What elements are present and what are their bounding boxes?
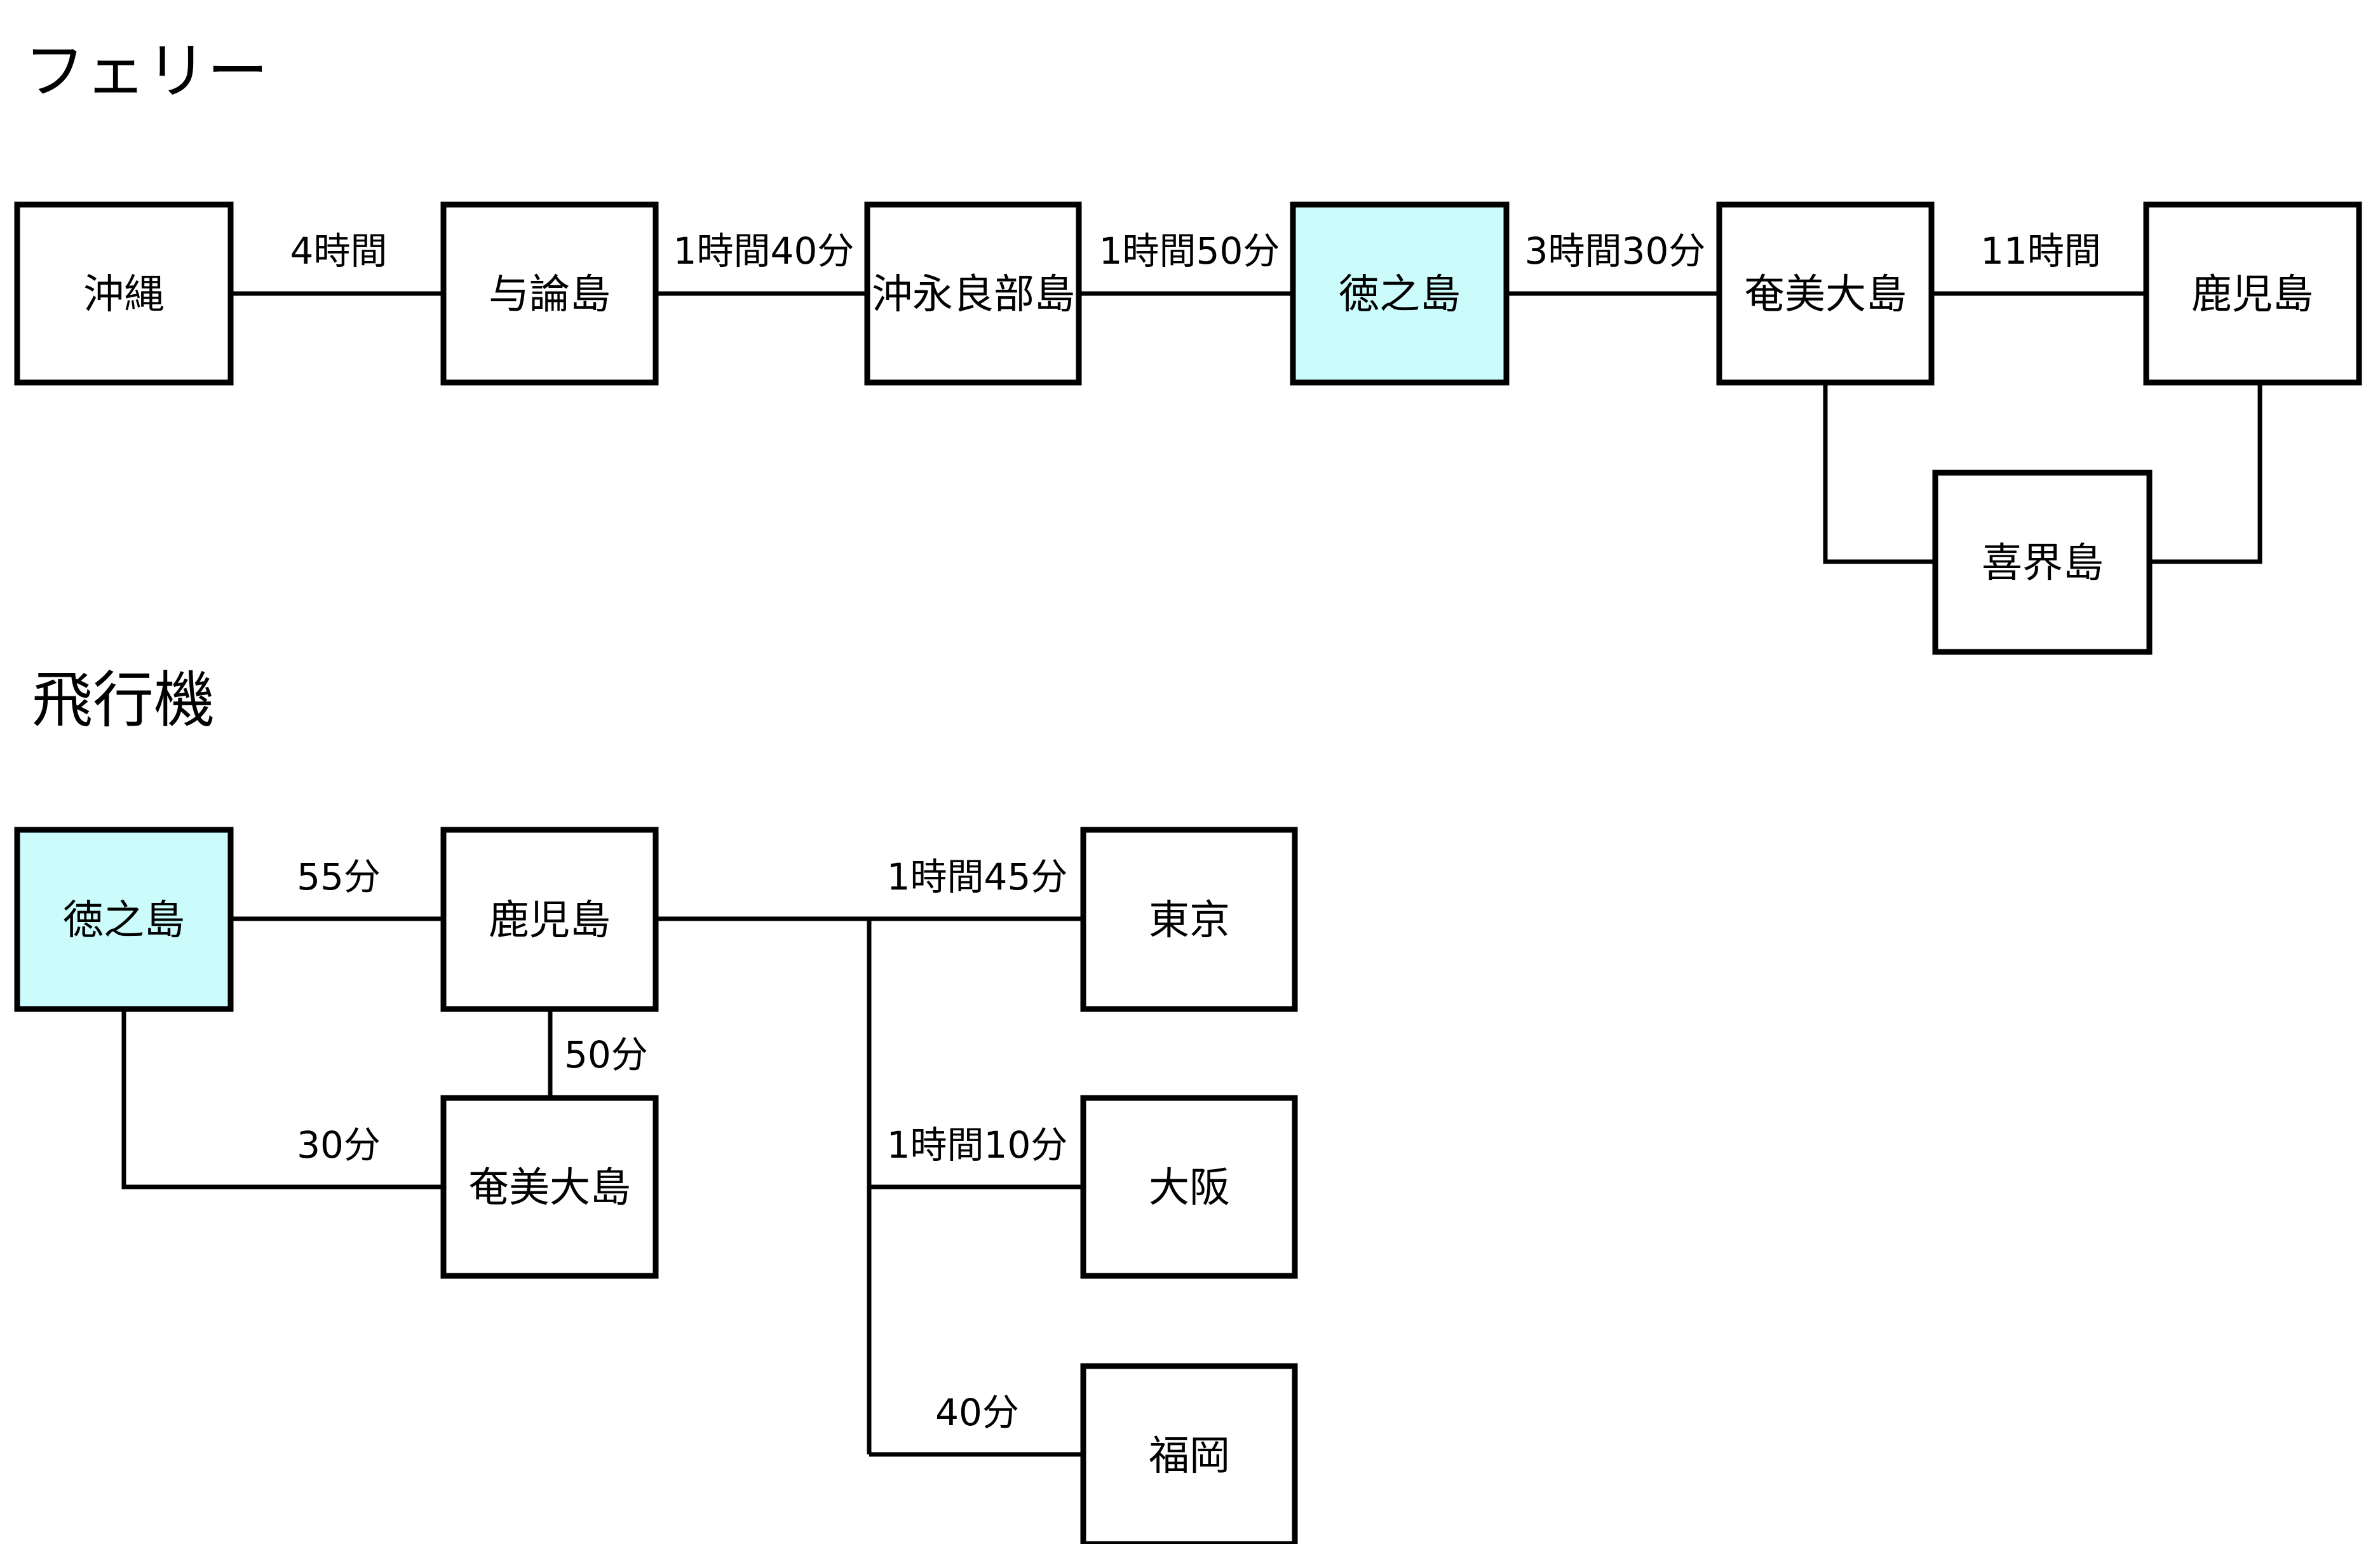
node-label: 鹿児島 xyxy=(489,897,611,944)
ferry-node-amami: 奄美大島 xyxy=(1716,201,1935,386)
ferry-label-okinoerabu-tokunoshima: 1時間50分 xyxy=(1099,229,1280,273)
air-node-fukuoka: 福岡 xyxy=(1080,1363,1298,1544)
air-node-tokunoshima: 徳之島 xyxy=(14,827,234,1012)
node-label: 奄美大島 xyxy=(1744,271,1907,318)
ferry-label-okinawa-yoron: 4時間 xyxy=(290,229,388,273)
air-label-kagoshima-fukuoka: 40分 xyxy=(935,1391,1019,1434)
node-label: 大阪 xyxy=(1149,1165,1230,1212)
ferry-edge-labels: 4時間 1時間40分 1時間50分 3時間30分 11時間 xyxy=(290,229,2101,273)
node-label: 福岡 xyxy=(1149,1433,1230,1480)
ferry-node-yoron: 与論島 xyxy=(440,201,659,386)
node-box-highlighted xyxy=(14,827,234,1012)
node-box xyxy=(1716,201,1935,386)
air-label-tokunoshima-amami: 30分 xyxy=(297,1123,381,1167)
air-label-kagoshima-amami: 50分 xyxy=(564,1033,648,1076)
node-box xyxy=(440,201,659,386)
ferry-section-title: フェリー xyxy=(24,36,268,107)
ferry-label-yoron-okinoerabu: 1時間40分 xyxy=(673,229,855,273)
node-box xyxy=(440,827,659,1012)
node-label: 鹿児島 xyxy=(2191,271,2313,318)
ferry-label-tokunoshima-amami: 3時間30分 xyxy=(1525,229,1706,273)
air-label-kagoshima-osaka: 1時間10分 xyxy=(887,1123,1068,1167)
node-box-highlighted xyxy=(1290,201,1510,386)
node-label: 奄美大島 xyxy=(468,1165,631,1212)
node-label: 沖永良部島 xyxy=(872,271,1075,318)
node-label: 徳之島 xyxy=(63,897,185,944)
node-box xyxy=(864,201,1082,386)
ferry-label-amami-kagoshima: 11時間 xyxy=(1980,229,2101,273)
ferry-node-kagoshima: 鹿児島 xyxy=(2143,201,2362,386)
node-box xyxy=(440,1095,659,1279)
airplane-connections xyxy=(121,916,1083,1457)
node-box xyxy=(14,201,234,386)
airplane-section-title: 飛行機 xyxy=(32,665,215,736)
air-node-tokyo: 東京 xyxy=(1080,827,1298,1012)
air-label-kagoshima-tokyo: 1時間45分 xyxy=(887,855,1068,898)
node-box xyxy=(1932,470,2153,655)
ferry-node-tokunoshima: 徳之島 xyxy=(1290,201,1510,386)
air-label-tokunoshima-kagoshima: 55分 xyxy=(297,855,381,898)
airplane-edge-labels: 55分 50分 30分 1時間45分 1時間10分 40分 xyxy=(297,855,1067,1434)
ferry-node-okinawa: 沖縄 xyxy=(14,201,234,386)
air-line-tokunoshima-amami xyxy=(121,1009,443,1189)
ferry-node-kikai: 喜界島 xyxy=(1932,470,2153,655)
node-label: 徳之島 xyxy=(1339,271,1461,318)
ferry-line-amami-kikai xyxy=(1823,384,1935,564)
ferry-node-okinoerabu: 沖永良部島 xyxy=(864,201,1082,386)
air-node-osaka: 大阪 xyxy=(1080,1095,1298,1279)
air-node-kagoshima: 鹿児島 xyxy=(440,827,659,1012)
node-label: 喜界島 xyxy=(1982,540,2104,587)
node-label: 与論島 xyxy=(489,271,611,318)
ferry-line-kikai-kagoshima xyxy=(2149,384,2262,564)
node-box xyxy=(1080,1363,1298,1544)
node-box xyxy=(1080,1095,1298,1279)
node-label: 沖縄 xyxy=(83,271,165,318)
air-node-amami: 奄美大島 xyxy=(440,1095,659,1279)
node-label: 東京 xyxy=(1149,897,1230,944)
node-box xyxy=(2143,201,2362,386)
node-box xyxy=(1080,827,1298,1012)
ferry-connections xyxy=(231,291,2262,564)
